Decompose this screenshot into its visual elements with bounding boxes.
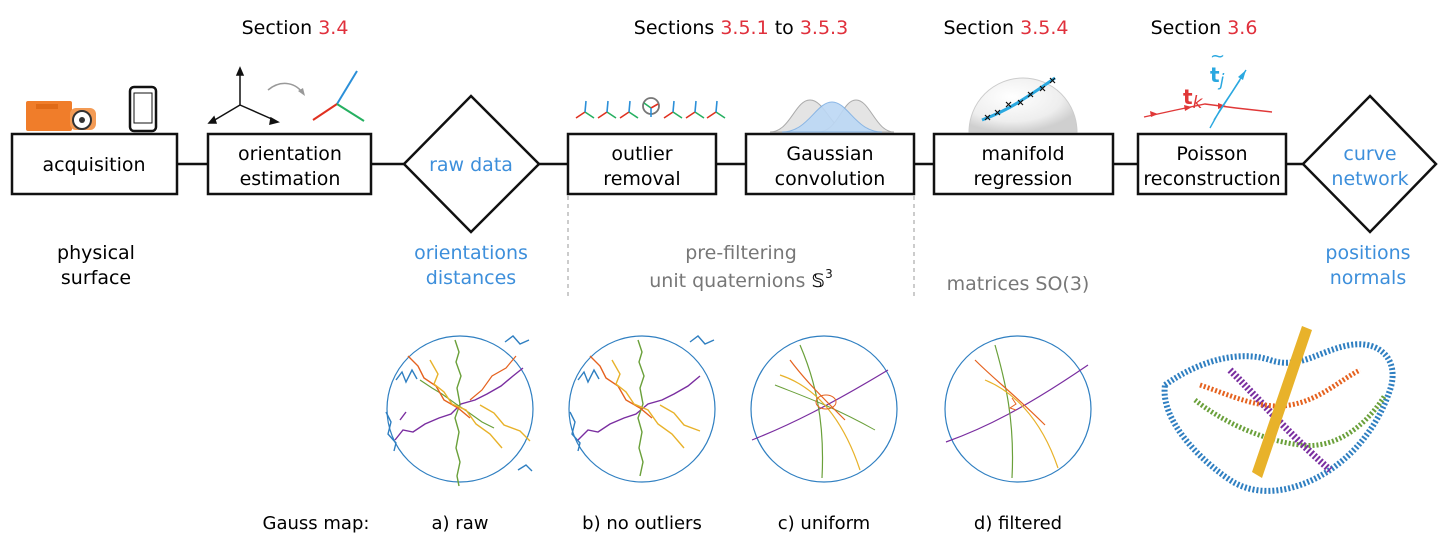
gauss-map-filtered bbox=[944, 335, 1092, 483]
poisson-tangents-icon: tk ~ tj bbox=[1143, 46, 1273, 129]
raw-data-diamond bbox=[402, 94, 541, 234]
gauss-map-raw bbox=[385, 335, 534, 487]
gaussian-label-line1: Gaussian bbox=[786, 143, 873, 165]
dashed-separators bbox=[567, 196, 915, 300]
matrices-so3-label: matrices SO(3) bbox=[947, 273, 1090, 295]
orientation-estimation-box bbox=[206, 132, 373, 196]
poisson-label-line1: Poisson bbox=[1176, 143, 1247, 165]
curve-network-label-line1: curve bbox=[1343, 143, 1396, 165]
orientation-label-line2: estimation bbox=[240, 168, 341, 190]
outlier-label-line2: removal bbox=[603, 168, 680, 190]
outlier-frames-icon bbox=[575, 97, 726, 119]
poisson-reconstruction-box bbox=[1136, 132, 1288, 196]
manifold-label-line1: manifold bbox=[981, 143, 1064, 165]
positions-line1: positions bbox=[1325, 242, 1410, 264]
prefiltering-label: pre-filtering bbox=[685, 242, 797, 264]
section-header-3-6: Section 3.6 bbox=[1151, 17, 1258, 39]
caption-filtered: d) filtered bbox=[974, 513, 1062, 533]
normals-line2: normals bbox=[1330, 267, 1406, 289]
orientations-line1: orientations bbox=[414, 242, 528, 264]
caption-raw: a) raw bbox=[432, 513, 489, 533]
acquisition-box bbox=[10, 132, 179, 196]
curve-network-3d bbox=[1161, 326, 1396, 494]
manifold-sphere-icon bbox=[968, 76, 1078, 133]
outlier-label-line1: outlier bbox=[611, 143, 672, 165]
gaussian-convolution-box bbox=[744, 132, 916, 196]
mower-robot-icon bbox=[26, 101, 96, 131]
orientation-label-line1: orientation bbox=[238, 143, 342, 165]
svg-text:tj: tj bbox=[1210, 63, 1225, 91]
caption-uniform: c) uniform bbox=[778, 513, 870, 533]
acquisition-label: acquisition bbox=[42, 154, 145, 176]
outlier-removal-box bbox=[566, 132, 718, 196]
gaussian-label-line2: convolution bbox=[775, 168, 886, 190]
curve-network-label-line2: network bbox=[1331, 168, 1408, 190]
gauss-map-no-outliers bbox=[568, 335, 716, 483]
caption-no-outliers: b) no outliers bbox=[582, 513, 702, 533]
svg-text:tk: tk bbox=[1183, 85, 1204, 113]
orientation-frames-icon bbox=[207, 66, 365, 126]
physical-surface-line2: surface bbox=[61, 267, 131, 289]
manifold-label-line2: regression bbox=[974, 168, 1073, 190]
curve-network-diamond bbox=[1301, 94, 1438, 234]
physical-surface-line1: physical bbox=[57, 242, 135, 264]
poisson-label-line2: reconstruction bbox=[1143, 168, 1280, 190]
svg-text:~: ~ bbox=[1210, 46, 1225, 67]
section-header-3-4: Section 3.4 bbox=[242, 17, 349, 39]
unit-quaternions-label: unit quaternions 𝕊3 bbox=[649, 267, 832, 292]
gauss-map-uniform bbox=[750, 335, 898, 483]
raw-data-label: raw data bbox=[429, 154, 513, 176]
smartphone-icon bbox=[128, 85, 158, 133]
gauss-map-label: Gauss map: bbox=[263, 513, 370, 533]
section-header-3-5-4: Section 3.5.4 bbox=[944, 17, 1069, 39]
manifold-regression-box bbox=[932, 132, 1115, 196]
distances-line2: distances bbox=[426, 267, 516, 289]
gaussian-curves-icon bbox=[769, 99, 895, 133]
section-header-3-5-1-to-3-5-3: Sections 3.5.1 to 3.5.3 bbox=[634, 17, 848, 39]
